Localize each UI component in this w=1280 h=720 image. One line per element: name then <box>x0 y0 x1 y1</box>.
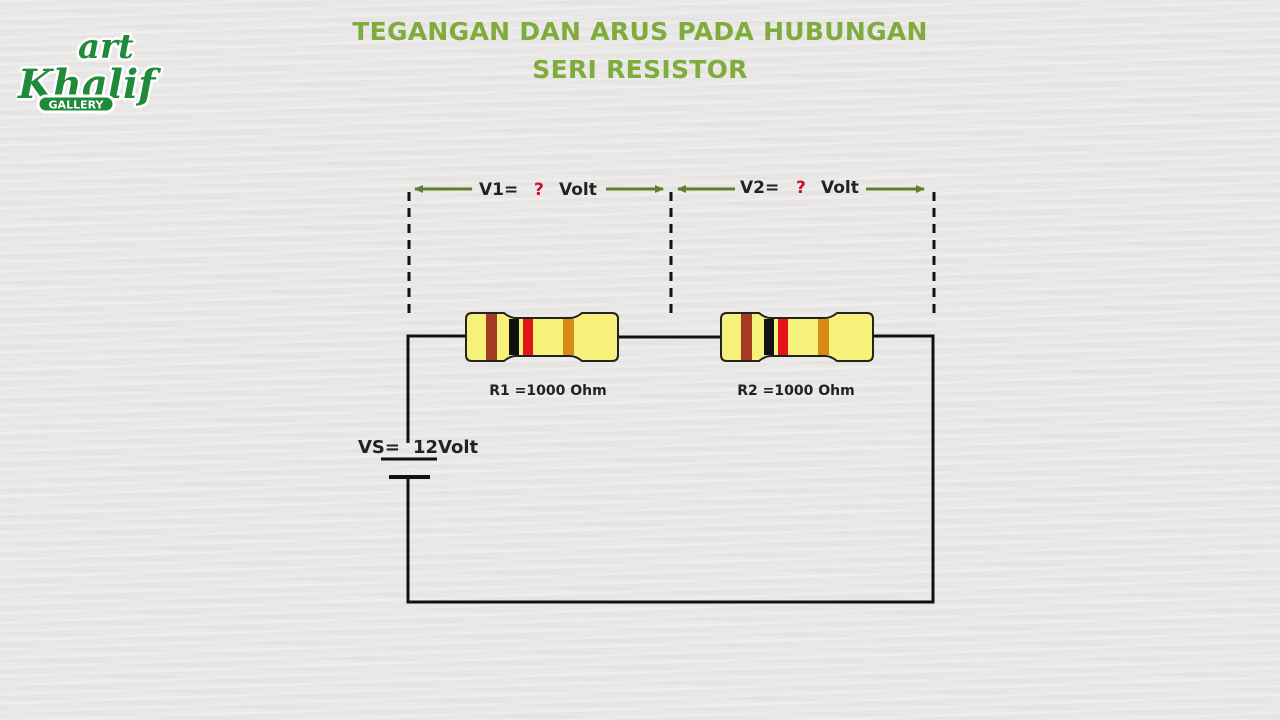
wire-top-left <box>406 334 467 443</box>
v2-prefix: V2= <box>740 178 779 198</box>
vs-label-prefix: VS= <box>358 437 400 458</box>
v1-measurement-bracket: V1= ? Volt <box>407 180 673 318</box>
r1-band-1 <box>486 314 497 360</box>
r1-band-2 <box>509 319 519 355</box>
r1-band-3 <box>523 319 533 355</box>
svg-text:GALLERY: GALLERY <box>49 99 105 112</box>
v1-question-mark: ? <box>534 180 544 200</box>
r2-label: R2 =1000 Ohm <box>737 383 854 399</box>
r2-band-4 <box>818 319 829 355</box>
svg-text:art: art <box>78 27 134 67</box>
r1-band-4 <box>563 319 574 355</box>
v1-unit: Volt <box>559 180 597 200</box>
title-line-2: SERI RESISTOR <box>532 55 748 84</box>
r2-band-2 <box>764 319 774 355</box>
v2-unit: Volt <box>821 178 859 198</box>
r2-body <box>720 312 874 362</box>
r2-band-3 <box>778 319 788 355</box>
r1-body <box>465 312 619 362</box>
resistor-r1: R1 =1000 Ohm <box>465 312 619 399</box>
circuit-wires <box>406 334 935 604</box>
art-khalif-gallery-logo: art Khalif GALLERY <box>16 25 164 114</box>
battery-symbol: VS= 12Volt <box>358 437 479 490</box>
v2-measurement-bracket: V2= ? Volt <box>677 178 936 318</box>
resistor-r2: R2 =1000 Ohm <box>720 312 874 399</box>
title-line-1: TEGANGAN DAN ARUS PADA HUBUNGAN <box>352 17 928 46</box>
r1-label: R1 =1000 Ohm <box>489 383 606 399</box>
v1-prefix: V1= <box>479 180 518 200</box>
wire-right-bottom <box>406 334 935 604</box>
vs-label-value: 12Volt <box>413 437 479 458</box>
v2-question-mark: ? <box>796 178 806 198</box>
r2-band-1 <box>741 314 752 360</box>
